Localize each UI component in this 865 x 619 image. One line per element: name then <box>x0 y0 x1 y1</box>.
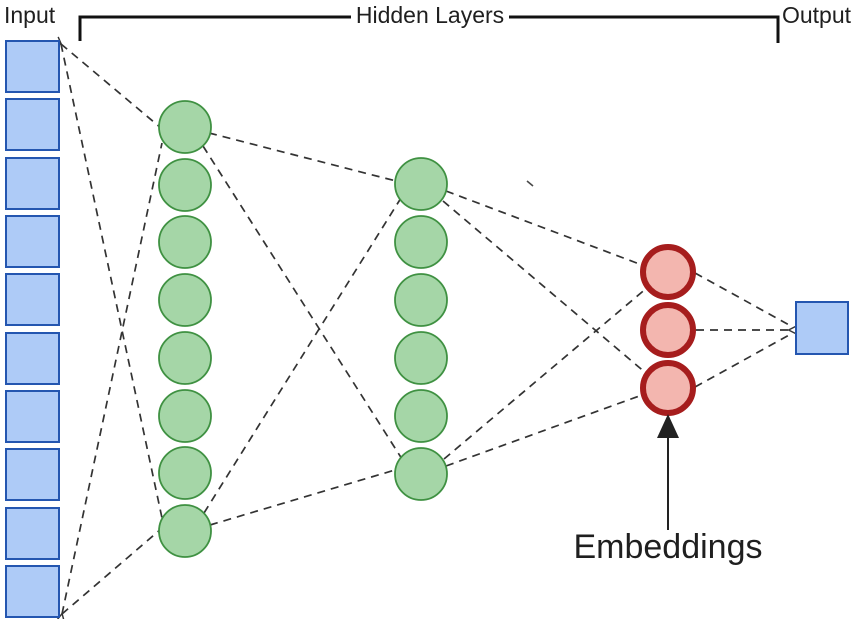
input-node-5 <box>5 273 60 326</box>
hidden-2-node-3 <box>394 273 448 327</box>
hidden-2-node-4 <box>394 331 448 385</box>
hidden-layers-label: Hidden Layers <box>356 2 504 28</box>
output-node-1 <box>795 301 849 355</box>
connection-line-hidden-1:8-to-hidden-2:6 <box>210 469 396 525</box>
input-node-2 <box>5 98 60 151</box>
connection-line-hidden-1:1-to-hidden-2:1 <box>209 133 397 182</box>
embeddings-node-2 <box>640 302 696 358</box>
input-node-3 <box>5 157 60 210</box>
hidden-2-node-6 <box>394 447 448 501</box>
connection-line-hidden-2:1-to-embeddings:3 <box>442 200 648 375</box>
embeddings-node-3 <box>640 360 696 416</box>
input-node-7 <box>5 390 60 443</box>
input-node-10 <box>5 565 60 618</box>
input-node-1 <box>5 40 60 93</box>
hidden-1-node-4 <box>158 273 212 327</box>
hidden-1-node-5 <box>158 331 212 385</box>
hidden-1-node-2 <box>158 158 212 212</box>
hidden-layers-bracket-left <box>78 15 351 41</box>
input-node-4 <box>5 215 60 268</box>
embeddings-node-1 <box>640 244 696 300</box>
connection-line-hidden-2:6-to-embeddings:1 <box>443 286 649 460</box>
embeddings-label: Embeddings <box>573 528 762 566</box>
connection-line-hidden-2:6-to-embeddings:3 <box>445 394 643 467</box>
connection-line-embeddings:3-to-output:1 <box>694 333 792 388</box>
input-node-8 <box>5 448 60 501</box>
hidden-1-node-3 <box>158 215 212 269</box>
connection-line-hidden-1:1-to-hidden-2:6 <box>202 145 403 460</box>
connection-line-input:top-to-hidden-1:8 <box>60 43 163 519</box>
hidden-1-node-6 <box>158 389 212 443</box>
embeddings-arrow-head-icon <box>657 414 679 438</box>
connection-line-input:bottom-to-hidden-1:8 <box>61 528 162 615</box>
nodes-layer <box>5 40 849 618</box>
hidden-1-node-8 <box>158 504 212 558</box>
hidden-2-node-5 <box>394 389 448 443</box>
connection-line-embeddings:1-to-output:1 <box>694 272 792 327</box>
connection-line-input:top-to-hidden-1:1 <box>61 44 162 129</box>
hidden-1-node-1 <box>158 100 212 154</box>
hidden-2-node-1 <box>394 157 448 211</box>
connection-line-hidden-2:1-to-embeddings:1 <box>445 190 643 266</box>
connection-line-input:bottom-to-hidden-1:1 <box>62 142 163 614</box>
output-label: Output <box>782 2 852 28</box>
input-label: Input <box>4 2 56 28</box>
stray-tick-mark <box>526 180 534 187</box>
connections-layer <box>61 44 791 614</box>
hidden-1-node-7 <box>158 446 212 500</box>
input-node-6 <box>5 332 60 385</box>
input-node-9 <box>5 507 60 560</box>
hidden-2-node-2 <box>394 215 448 269</box>
hidden-layers-bracket-right <box>509 15 780 43</box>
connection-line-hidden-1:8-to-hidden-2:1 <box>203 197 402 514</box>
